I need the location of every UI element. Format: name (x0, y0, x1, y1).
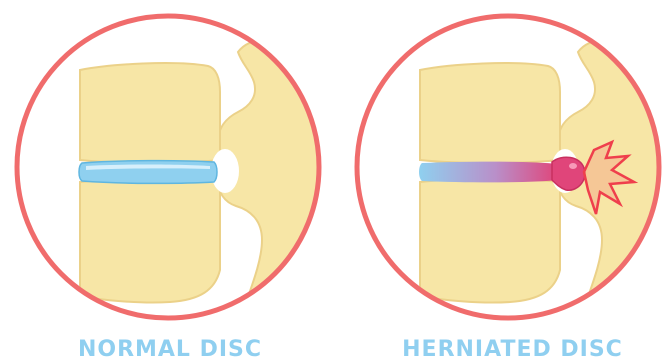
herniated-spine-section (419, 40, 665, 320)
herniated-upper-vertebra (420, 63, 560, 163)
herniated-disc-label: HERNIATED DISC (360, 336, 665, 363)
disc-protrusion (552, 157, 585, 190)
herniated-disc-panel (357, 16, 665, 320)
normal-disc-panel (17, 16, 328, 320)
normal-disc (79, 161, 217, 184)
disc-protrusion-highlight (569, 163, 577, 169)
herniated-lower-vertebra (420, 179, 560, 303)
normal-upper-vertebra (80, 63, 220, 163)
normal-disc-label: NORMAL DISC (40, 336, 300, 363)
normal-lower-vertebra (80, 179, 220, 303)
herniated-disc (419, 162, 558, 183)
